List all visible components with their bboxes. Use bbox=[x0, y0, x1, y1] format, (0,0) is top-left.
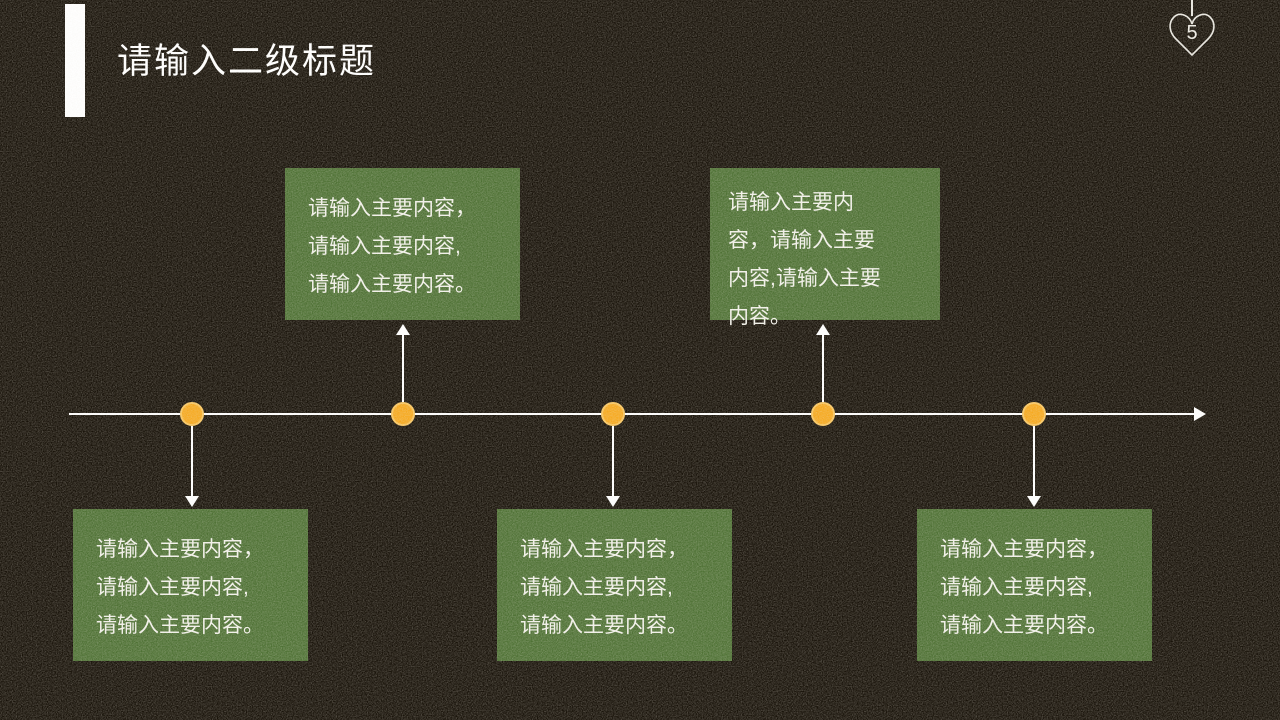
title-accent-bar bbox=[65, 4, 85, 117]
connector-down-arrow-icon-1 bbox=[185, 496, 199, 507]
content-box-bottom-2: 请输入主要内容， 请输入主要内容, 请输入主要内容。 bbox=[497, 509, 732, 661]
content-line: 请输入主要内容， bbox=[96, 538, 264, 561]
content-line: 容，请输入主要 bbox=[728, 229, 875, 252]
page-number: 5 bbox=[1186, 22, 1198, 44]
timeline-arrowhead-icon bbox=[1194, 407, 1206, 421]
content-line: 请输入主要内容, bbox=[308, 235, 461, 258]
content-box-top-2: 请输入主要内 容，请输入主要 内容,请输入主要 内容。 bbox=[710, 168, 940, 328]
content-box-top-1: 请输入主要内容， 请输入主要内容, 请输入主要内容。 bbox=[285, 168, 520, 320]
connector-down-arrow-icon-5 bbox=[1027, 496, 1041, 507]
content-line: 请输入主要内容, bbox=[520, 576, 673, 599]
connector-line-4 bbox=[822, 334, 824, 402]
content-line: 请输入主要内容。 bbox=[520, 614, 688, 637]
content-box-bottom-1: 请输入主要内容， 请输入主要内容, 请输入主要内容。 bbox=[73, 509, 308, 661]
content-line: 请输入主要内容, bbox=[940, 576, 1093, 599]
connector-down-arrow-icon-3 bbox=[606, 496, 620, 507]
connector-line-2 bbox=[402, 334, 404, 402]
connector-line-5 bbox=[1033, 426, 1035, 497]
content-line: 内容。 bbox=[728, 305, 791, 328]
timeline-dot-1 bbox=[180, 402, 204, 426]
content-line: 请输入主要内容， bbox=[520, 538, 688, 561]
timeline-dot-2 bbox=[391, 402, 415, 426]
timeline-dot-3 bbox=[601, 402, 625, 426]
content-line: 请输入主要内容。 bbox=[940, 614, 1108, 637]
content-line: 请输入主要内 bbox=[728, 191, 854, 214]
timeline-dot-4 bbox=[811, 402, 835, 426]
content-line: 请输入主要内容, bbox=[96, 576, 249, 599]
content-line: 请输入主要内容。 bbox=[308, 273, 476, 296]
content-line: 请输入主要内容， bbox=[308, 197, 476, 220]
slide-title: 请输入二级标题 bbox=[117, 42, 377, 81]
content-line: 内容,请输入主要 bbox=[728, 267, 881, 290]
content-line: 请输入主要内容。 bbox=[96, 614, 264, 637]
timeline-dot-5 bbox=[1022, 402, 1046, 426]
content-line: 请输入主要内容， bbox=[940, 538, 1108, 561]
content-box-bottom-3: 请输入主要内容， 请输入主要内容, 请输入主要内容。 bbox=[917, 509, 1152, 661]
connector-line-3 bbox=[612, 426, 614, 497]
connector-line-1 bbox=[191, 426, 193, 497]
